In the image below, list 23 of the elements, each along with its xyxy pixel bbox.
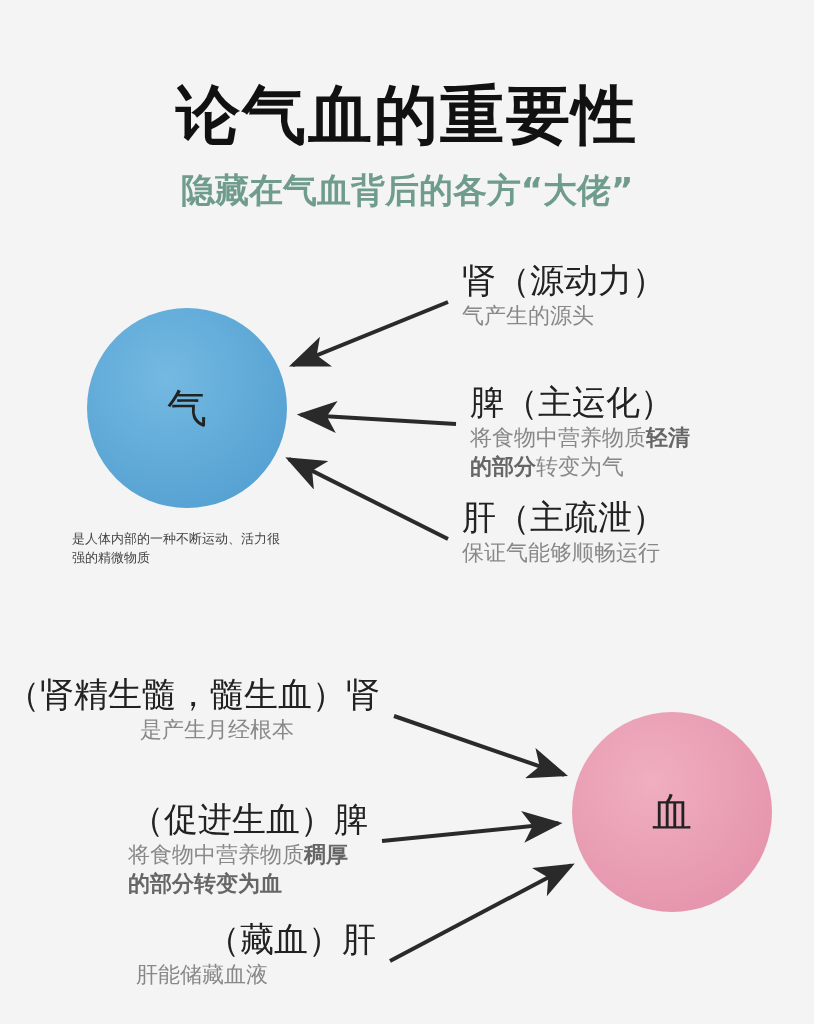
arrow xyxy=(288,300,449,367)
organ-description: 气产生的源头 xyxy=(462,302,595,331)
node-caption: 是人体内部的一种不断运动、活力很强的精微物质 xyxy=(72,530,281,567)
organ-heading: （肾精生髓，髓生血）肾 xyxy=(5,673,380,716)
organ-heading: 肾（源动力） xyxy=(462,259,667,302)
arrow xyxy=(389,863,575,963)
arrow xyxy=(393,714,568,779)
node-label: 血 xyxy=(652,787,692,837)
organ-description: 是产生月经根本 xyxy=(140,716,295,745)
organ-description: 将食物中营养物质轻清的部分转变为气 xyxy=(470,424,691,481)
organ-heading: 脾（主运化） xyxy=(470,381,675,424)
organ-heading: （藏血）肝 xyxy=(205,918,376,961)
organ-description: 肝能储藏血液 xyxy=(136,961,269,990)
node-label: 气 xyxy=(167,383,207,433)
arrow xyxy=(296,400,457,433)
title-text: 论气血的重要性 xyxy=(174,77,639,154)
organ-description: 将食物中营养物质稠厚的部分转变为血 xyxy=(128,841,348,898)
organ-heading: （促进生血）脾 xyxy=(129,798,368,841)
arrow xyxy=(285,457,449,541)
subtitle-text: 隐藏在气血背后的各方“大佬” xyxy=(179,169,635,212)
organ-description: 保证气能够顺畅运行 xyxy=(462,539,661,568)
arrow xyxy=(381,811,563,843)
organ-heading: 肝（主疏泄） xyxy=(462,496,667,539)
